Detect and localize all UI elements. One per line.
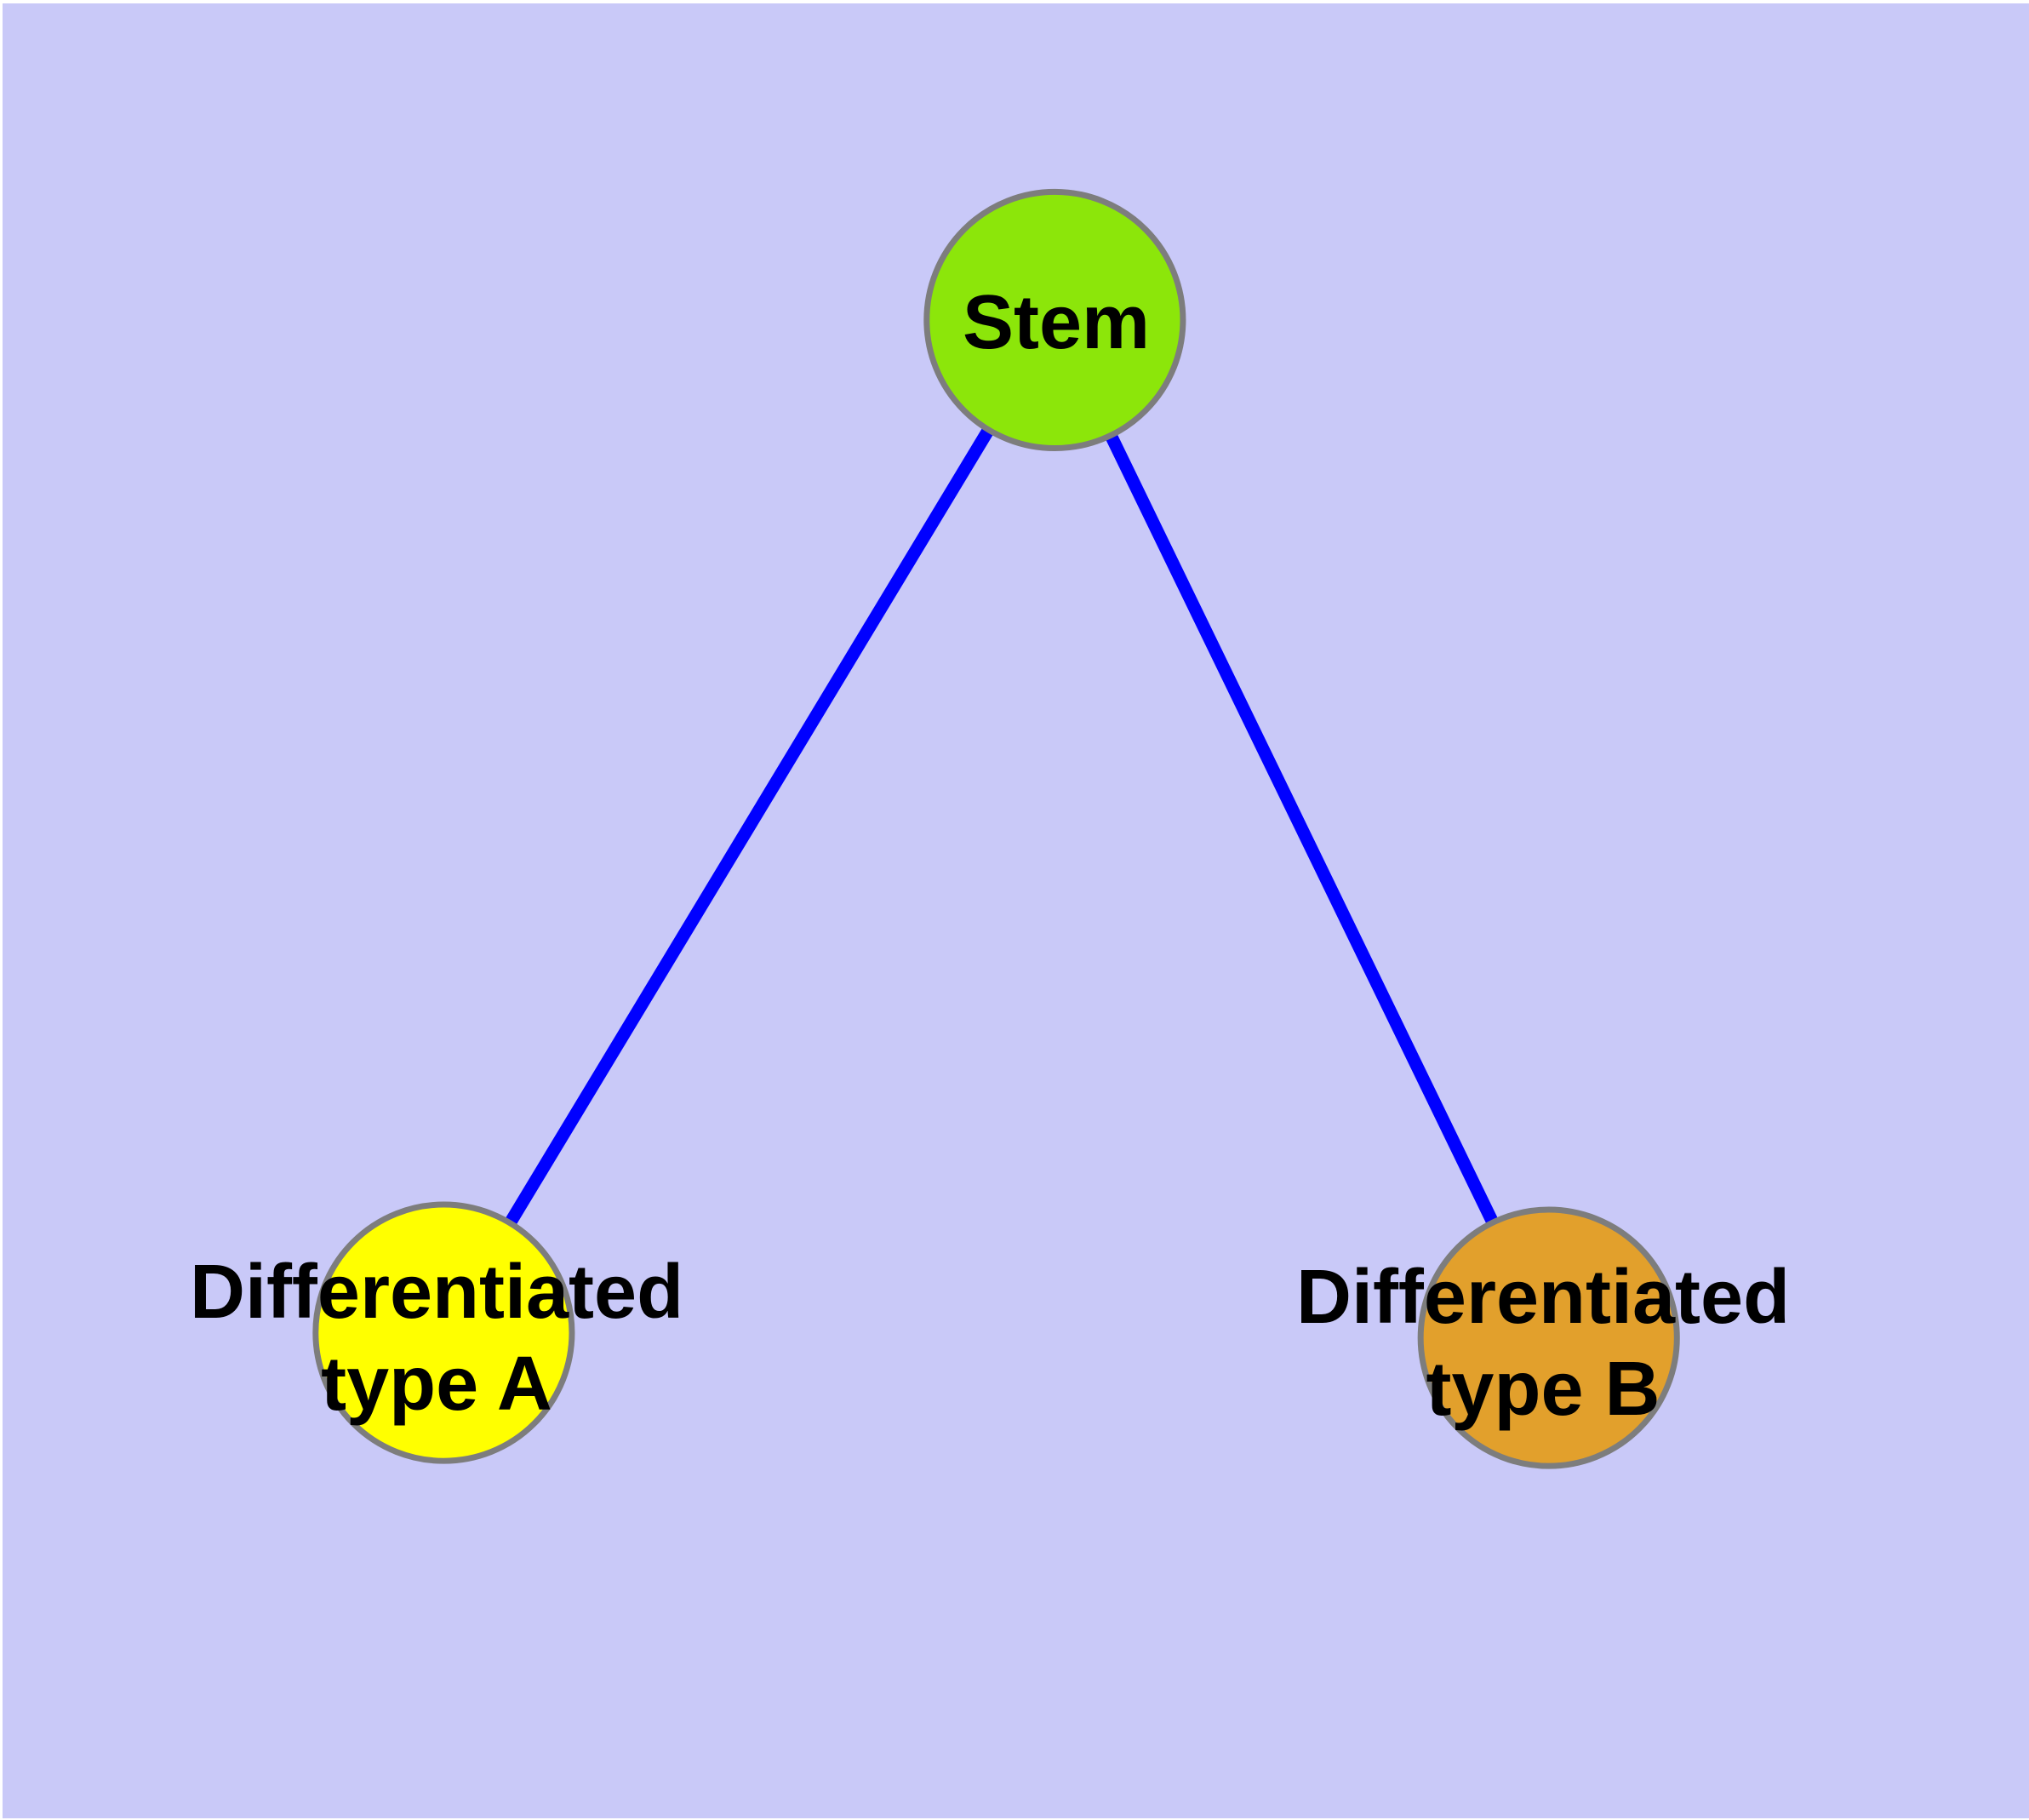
edge-stem-to-type-a bbox=[437, 317, 1060, 1336]
node-stem-label: Stem bbox=[962, 280, 1151, 365]
edge-stem-to-type-b bbox=[1049, 317, 1555, 1341]
node-differentiated-type-b-circle bbox=[1417, 1206, 1680, 1469]
node-stem-circle bbox=[923, 188, 1186, 452]
node-differentiated-type-b-label: Differentiated type B bbox=[1295, 1255, 1791, 1432]
graph-canvas bbox=[312, 188, 1680, 1469]
node-differentiated-type-a-label: Differentiated type A bbox=[189, 1250, 684, 1427]
plot-background: Stem Differentiated type A Differentiate… bbox=[3, 3, 2029, 1818]
node-differentiated-type-a-circle bbox=[312, 1201, 575, 1464]
